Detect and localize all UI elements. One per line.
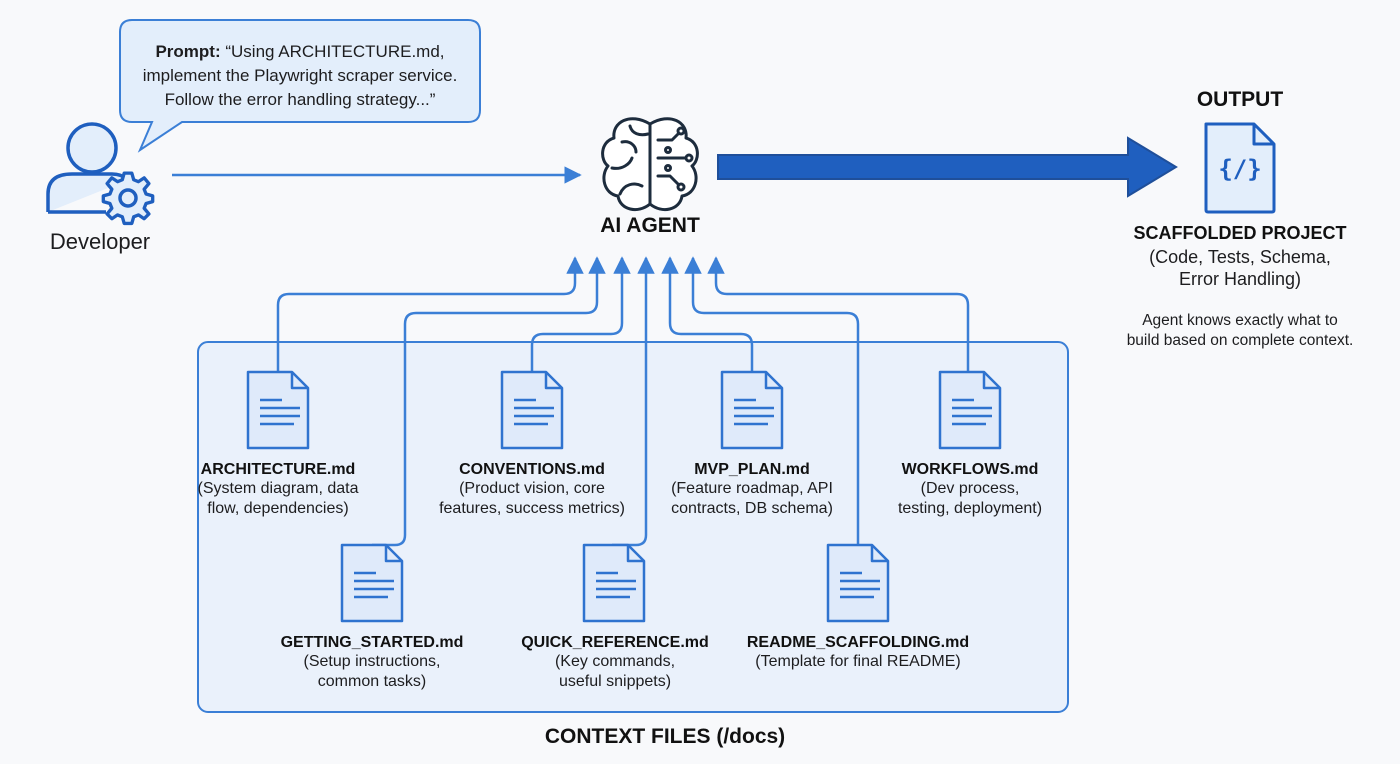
document-icon — [246, 370, 310, 450]
output-note-line1: Agent knows exactly what to — [1142, 312, 1338, 329]
prompt-speech-bubble — [119, 19, 481, 153]
doc-name: README_SCAFFOLDING.md — [746, 634, 970, 651]
doc-desc-line2: common tasks) — [317, 673, 427, 690]
context-files-label: CONTEXT FILES (/docs) — [544, 725, 786, 748]
developer-label: Developer — [49, 229, 151, 254]
doc-label-quick-reference: QUICK_REFERENCE.md (Key commands, useful… — [495, 634, 735, 692]
document-icon — [826, 543, 890, 623]
output-subtitle: (Code, Tests, Schema, Error Handling) — [1100, 246, 1380, 290]
doc-desc-line2: useful snippets) — [558, 673, 672, 690]
output-subtitle-line1: (Code, Tests, Schema, — [1149, 247, 1331, 267]
doc-desc-line2: features, success metrics) — [439, 500, 625, 517]
doc-label-readme-scaffolding: README_SCAFFOLDING.md (Template for fina… — [738, 634, 978, 672]
agent-to-output-arrow — [717, 136, 1178, 198]
output-title: SCAFFOLDED PROJECT — [1133, 223, 1347, 243]
doc-desc-line2: flow, dependencies) — [207, 500, 349, 517]
doc-desc-line1: (Dev process, — [920, 480, 1020, 497]
document-icon — [720, 370, 784, 450]
doc-name: MVP_PLAN.md — [694, 461, 810, 478]
doc-desc-line1: (Feature roadmap, API — [671, 480, 833, 497]
code-file-icon — [1204, 122, 1276, 214]
document-icon — [500, 370, 564, 450]
doc-name: QUICK_REFERENCE.md — [521, 634, 709, 651]
doc-label-workflows: WORKFLOWS.md (Dev process, testing, depl… — [850, 461, 1090, 519]
doc-desc-line1: (Setup instructions, — [303, 653, 441, 670]
code-glyph: {/} — [1218, 155, 1262, 183]
output-heading: OUTPUT — [1196, 88, 1284, 111]
output-note-line2: build based on complete context. — [1126, 332, 1354, 349]
document-icon — [938, 370, 1002, 450]
prompt-body: “Using ARCHITECTURE.md, implement the Pl… — [142, 42, 458, 109]
doc-desc-line1: (Key commands, — [554, 653, 676, 670]
doc-name: ARCHITECTURE.md — [200, 461, 356, 478]
doc-desc-line1: (Template for final README) — [755, 653, 961, 670]
prompt-prefix: Prompt: — [155, 42, 221, 61]
doc-name: CONVENTIONS.md — [459, 461, 605, 478]
doc-desc-line2: testing, deployment) — [897, 500, 1043, 517]
doc-desc-line1: (Product vision, core — [459, 480, 605, 497]
doc-label-mvp-plan: MVP_PLAN.md (Feature roadmap, API contra… — [632, 461, 872, 519]
doc-label-architecture: ARCHITECTURE.md (System diagram, data fl… — [158, 461, 398, 519]
brain-circuit-icon — [601, 117, 699, 212]
document-icon — [582, 543, 646, 623]
prompt-text: Prompt: “Using ARCHITECTURE.md, implemen… — [124, 40, 476, 112]
output-note: Agent knows exactly what to build based … — [1100, 311, 1380, 351]
document-icon — [340, 543, 404, 623]
doc-desc-line1: (System diagram, data — [197, 480, 359, 497]
agent-label: AI AGENT — [600, 214, 700, 237]
doc-desc-line2: contracts, DB schema) — [671, 500, 833, 517]
context-connectors — [276, 256, 970, 547]
doc-name: GETTING_STARTED.md — [280, 634, 464, 651]
developer-gear-icon — [46, 122, 155, 226]
output-subtitle-line2: Error Handling) — [1178, 269, 1302, 289]
doc-name: WORKFLOWS.md — [901, 461, 1039, 478]
doc-label-getting-started: GETTING_STARTED.md (Setup instructions, … — [252, 634, 492, 692]
doc-label-conventions: CONVENTIONS.md (Product vision, core fea… — [412, 461, 652, 519]
